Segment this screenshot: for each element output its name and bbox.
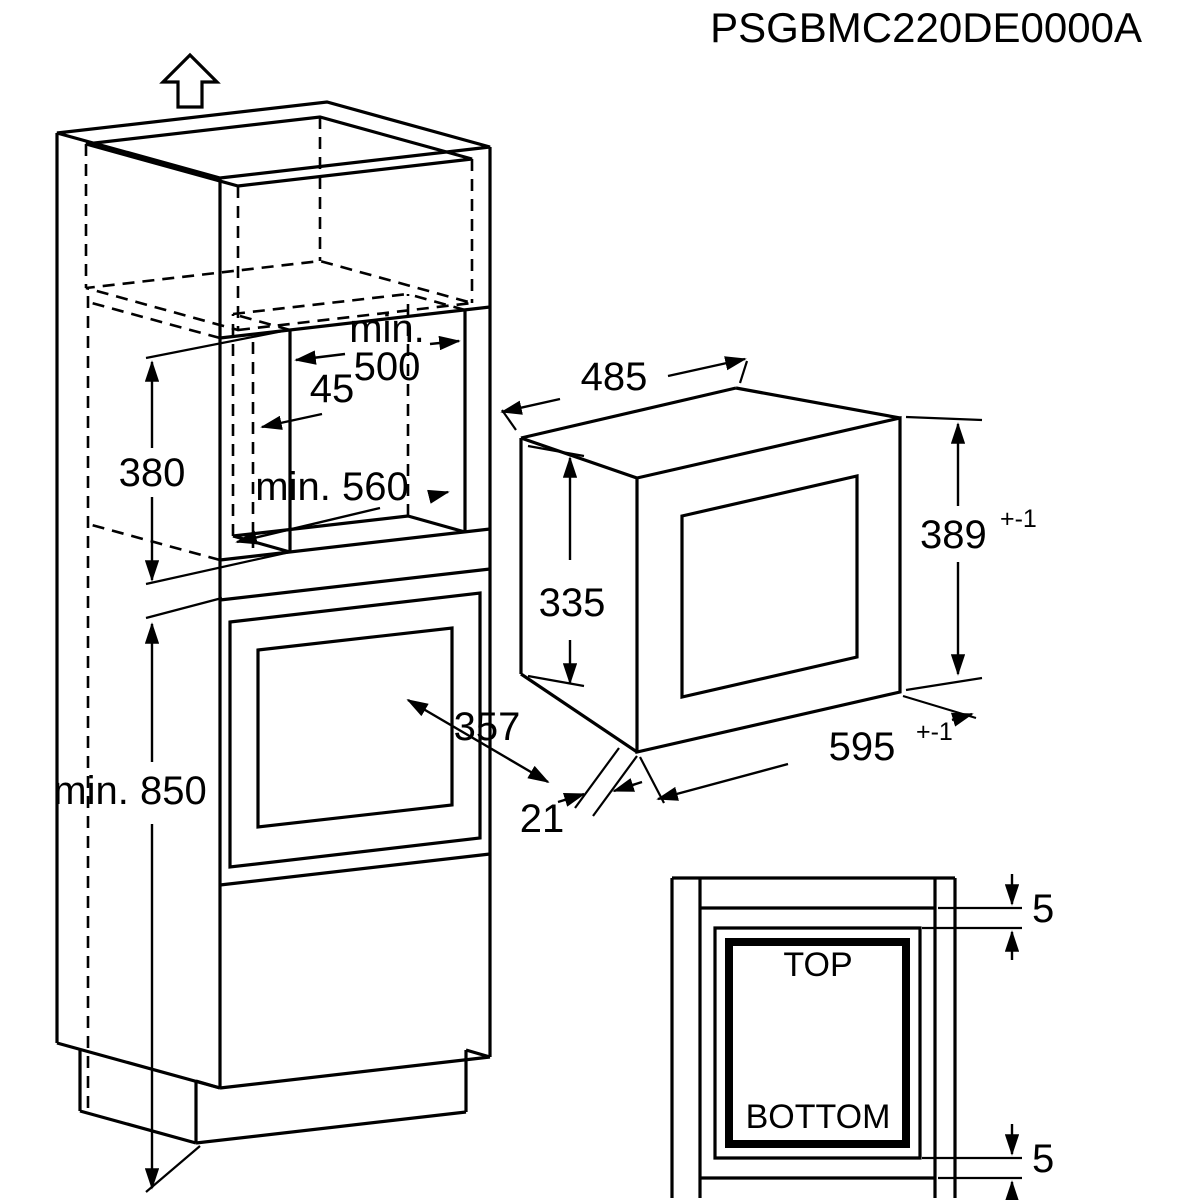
dim-door-protrusion: 21 (520, 747, 643, 841)
dim-floor-height-label: min. 850 (53, 769, 206, 813)
detail-top-label: TOP (783, 946, 852, 984)
microwave-door (635, 415, 902, 755)
dim-body-height: 335 (527, 444, 606, 688)
dim-front-width-label: 595 (829, 725, 896, 769)
dim-front-height-tolerance: +-1 (1000, 505, 1037, 533)
dim-front-height: 389 +-1 (905, 415, 1037, 692)
detail-microwave-front: TOP BOTTOM (713, 926, 922, 1160)
diagram-code: PSGBMC220DE0000A (710, 4, 1142, 51)
detail-carcass (670, 876, 957, 1198)
dim-door-depth-label: 357 (454, 705, 521, 749)
detail-bottom-label: BOTTOM (746, 1098, 891, 1136)
dim-top-gap: 5 (922, 874, 1054, 960)
dim-body-depth: 485 (500, 355, 749, 431)
dim-bottom-gap-label: 5 (1032, 1137, 1054, 1181)
door-window (680, 473, 859, 700)
front-panel-lines (219, 305, 491, 887)
dim-niche-depth-label: min. 560 (255, 465, 408, 509)
dim-front-gap: 45 (260, 367, 355, 430)
cabinet-view: min. 500 45 380 min. 560 min. (53, 52, 492, 1193)
dim-niche-width: min. 500 (294, 307, 461, 389)
dim-door-protrusion-label: 21 (520, 797, 565, 841)
dim-bottom-gap: 5 (922, 1124, 1054, 1200)
dim-front-height-label: 389 (920, 513, 987, 557)
top-compartment (84, 115, 474, 332)
dim-front-width: 595 +-1 (639, 694, 977, 804)
dim-door-depth: 357 (406, 698, 550, 784)
dim-front-gap-label: 45 (310, 367, 355, 411)
dim-niche-height: 380 (119, 328, 291, 586)
dim-body-depth-label: 485 (581, 355, 648, 399)
dim-niche-depth: min. 560 (235, 465, 450, 545)
cabinet-outline (55, 100, 492, 1090)
plinth (78, 1048, 491, 1145)
oven-door (228, 591, 482, 869)
front-detail-view: TOP BOTTOM 5 5 (670, 874, 1054, 1200)
dim-body-height-label: 335 (539, 581, 606, 625)
dim-niche-width-label: 500 (354, 345, 421, 389)
up-arrow-icon (159, 52, 221, 109)
dim-top-gap-label: 5 (1032, 887, 1054, 931)
dim-front-width-tolerance: +-1 (916, 718, 953, 746)
hidden-side-lines (86, 296, 221, 1112)
dim-niche-height-label: 380 (119, 451, 186, 495)
microwave-body (519, 386, 901, 754)
dim-niche-width-prefix-label: min. (349, 307, 425, 351)
dim-floor-height: min. 850 (53, 596, 223, 1193)
microwave-view: 485 335 389 +-1 595 +-1 (406, 355, 1037, 841)
